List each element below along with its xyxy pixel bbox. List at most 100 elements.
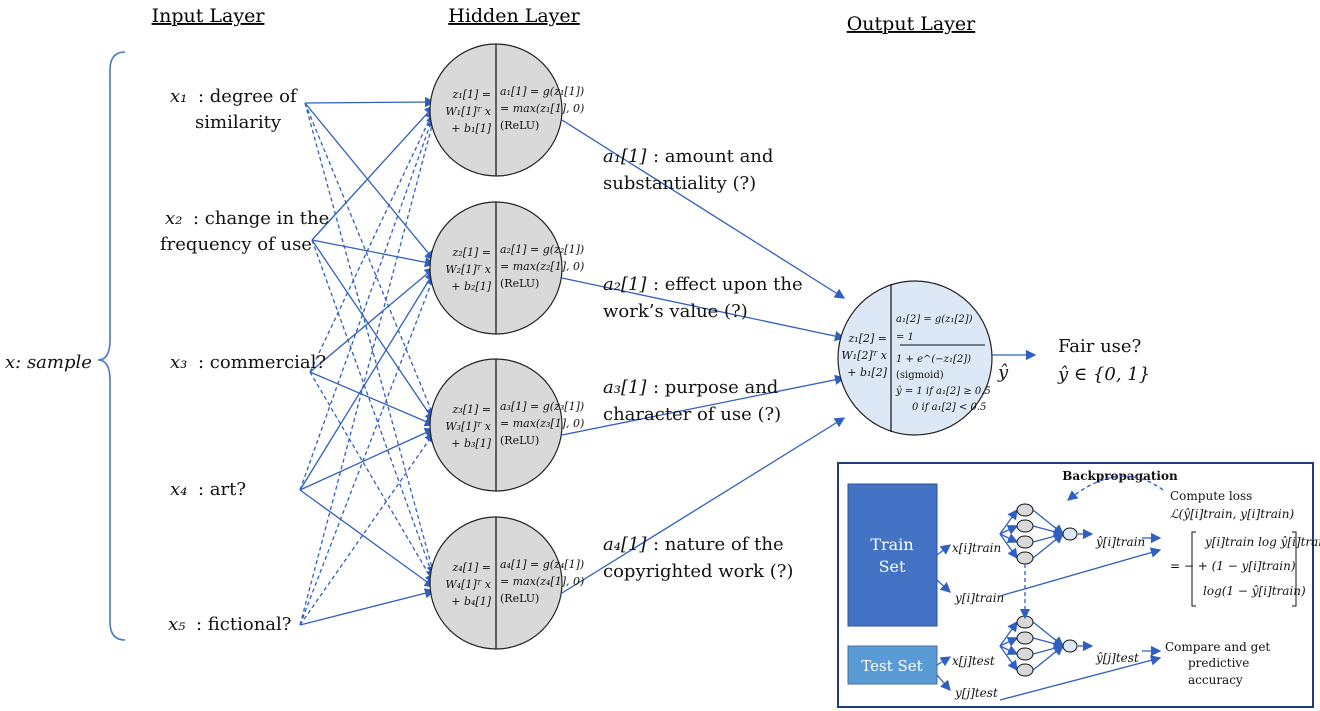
input-layer: x₁ : degree of similarity x₂ : change in the… <box>160 86 329 635</box>
output-a-formula: = 1 <box>896 332 914 343</box>
input-hidden-edge <box>309 371 436 427</box>
input-hidden-edge <box>299 489 436 588</box>
neuron-z-formula: + b₄[1] <box>451 595 491 608</box>
input-label: : degree of <box>198 86 298 107</box>
neuron-z-formula: + b₂[1] <box>451 280 491 293</box>
output-range: ŷ ∈ {0, 1} <box>1057 364 1150 385</box>
mini-hidden-node <box>1016 663 1034 677</box>
input-hidden-edge <box>304 102 435 262</box>
neuron-z-formula: W₄[1]ᵀ x <box>445 578 491 591</box>
mini-edge <box>999 637 1019 647</box>
input-hidden-edge <box>304 102 437 577</box>
compare-line-2: predictive <box>1188 656 1249 670</box>
hidden-output-edge <box>561 119 846 299</box>
input-hidden-edge <box>299 116 437 626</box>
neuron-z-formula: W₁[1]ᵀ x <box>445 105 491 118</box>
loss-line-1: Compute loss <box>1170 489 1252 503</box>
activation-label: copyrighted work (?) <box>603 561 793 582</box>
activation-symbol: a₄[1] <box>603 534 647 555</box>
hidden-layer-header: Hidden Layer <box>448 5 580 27</box>
input-hidden-edge <box>311 239 436 268</box>
output-z-formula: W₁[2]ᵀ x <box>841 349 887 362</box>
neuron-a-formula: = max(z₁[1], 0) <box>500 102 584 115</box>
input-hidden-edge <box>299 274 436 626</box>
train-x-arrow <box>936 544 952 556</box>
activation-symbol: a₂[1] <box>603 274 647 295</box>
mini-edge <box>999 645 1018 672</box>
input-hidden-edge <box>309 108 435 373</box>
hidden-neuron: z₄[1] = W₄[1]ᵀ x + b₄[1] a₄[1] = g(z₄[1]) = … <box>429 516 584 650</box>
hidden-output-edge <box>561 277 846 342</box>
input-hidden-edge <box>311 239 435 423</box>
input-hidden-edge <box>311 105 435 241</box>
mini-edge <box>999 533 1018 560</box>
input-symbol: x₂ <box>165 208 182 229</box>
mini-hidden-node <box>1016 519 1034 533</box>
loss-line-2: ℒ(ŷ[i]train, y[i]train) <box>1170 507 1294 521</box>
mini-hidden-node <box>1016 647 1034 661</box>
input-brace <box>97 51 126 641</box>
input-hidden-edge <box>304 102 436 419</box>
neuron-z-formula: W₃[1]ᵀ x <box>445 420 491 433</box>
neuron-a-formula: = max(z₃[1], 0) <box>500 417 584 430</box>
y-train: y[i]train <box>954 591 1004 605</box>
input-symbol: x₁ <box>170 86 187 107</box>
input-layer-header: Input Layer <box>152 5 266 27</box>
loss-brackets <box>1191 531 1297 607</box>
mini-edge <box>999 645 1019 655</box>
hidden-neuron: z₂[1] =W₂[1]ᵀ x+ b₂[1]a₂[1] = g(z₂[1])= … <box>429 201 584 335</box>
mini-edge <box>999 508 1018 535</box>
neuron-z-formula: z₄[1] = <box>452 561 492 574</box>
hidden-layer: z₁[1] =W₁[1]ᵀ x+ b₁[1]a₁[1] = g(z₁[1])= … <box>429 43 584 650</box>
neuron-circle <box>837 280 993 436</box>
neuron-a-formula: a₃[1] = g(z₃[1]) <box>500 400 584 413</box>
activation-symbol: a₁[1] <box>603 146 647 167</box>
fair-use-question: Fair use? <box>1058 336 1141 357</box>
input-hidden-edge <box>309 371 435 585</box>
input-label: : commercial? <box>198 352 326 373</box>
mini-edge <box>999 525 1019 535</box>
output-z-formula: z₁[2] = <box>848 332 888 345</box>
neuron-z-formula: z₁[1] = <box>452 88 492 101</box>
input-label: : change in the <box>193 208 329 229</box>
output-z-formula: + b₁[2] <box>847 366 887 379</box>
mini-hidden-node <box>1016 631 1034 645</box>
mini-edge <box>999 533 1019 543</box>
train-set-box <box>847 483 938 627</box>
mini-edge <box>1032 533 1065 559</box>
input-label: similarity <box>195 112 282 133</box>
input-label: frequency of use <box>160 234 312 255</box>
neuron-a-formula: a₄[1] = g(z₄[1]) <box>500 558 584 571</box>
sample-label: x: sample <box>5 352 92 373</box>
y-train-to-loss <box>999 547 1162 597</box>
output-a-formula: ŷ = 1 if a₁[2] ≥ 0.5 <box>895 386 991 397</box>
y-test-to-compare <box>999 655 1162 701</box>
train-y-arrow <box>936 579 951 593</box>
test-network <box>999 615 1094 677</box>
output-layer-header: Output Layer <box>847 13 976 35</box>
output-a-formula: (sigmoid) <box>896 370 944 381</box>
neuron-a-formula: = max(z₄[1], 0) <box>500 575 584 588</box>
neuron-a-formula: (ReLU) <box>500 434 539 447</box>
input-symbol: x₃ <box>170 352 187 373</box>
test-set-label: Test Set <box>861 657 922 675</box>
hidden-neuron: z₃[1] =W₃[1]ᵀ x+ b₃[1]a₃[1] = g(z₃[1])= … <box>429 358 584 492</box>
output-a-formula: 0 if a₁[2] < 0.5 <box>912 402 986 413</box>
backprop-arrow <box>1066 475 1164 501</box>
loss-line-3: y[i]train log ŷ[i]train <box>1204 535 1320 549</box>
input-hidden-edge <box>311 239 436 581</box>
mini-hidden-node <box>1016 503 1034 517</box>
activation-label: : nature of the <box>653 534 784 555</box>
neuron-a-formula: = max(z₂[1], 0) <box>500 260 584 273</box>
input-hidden-edge <box>299 112 436 491</box>
input-hidden-edge <box>299 270 435 491</box>
input-label: : art? <box>198 479 246 500</box>
yhat-train: ŷ[i]train <box>1095 535 1145 549</box>
loss-line-5: log(1 − ŷ[i]train) <box>1203 584 1306 598</box>
train-set-label-2: Set <box>879 557 906 576</box>
mini-edge <box>1032 645 1065 671</box>
mini-hidden-node <box>1016 551 1034 565</box>
neuron-a-formula: (ReLU) <box>500 277 539 290</box>
